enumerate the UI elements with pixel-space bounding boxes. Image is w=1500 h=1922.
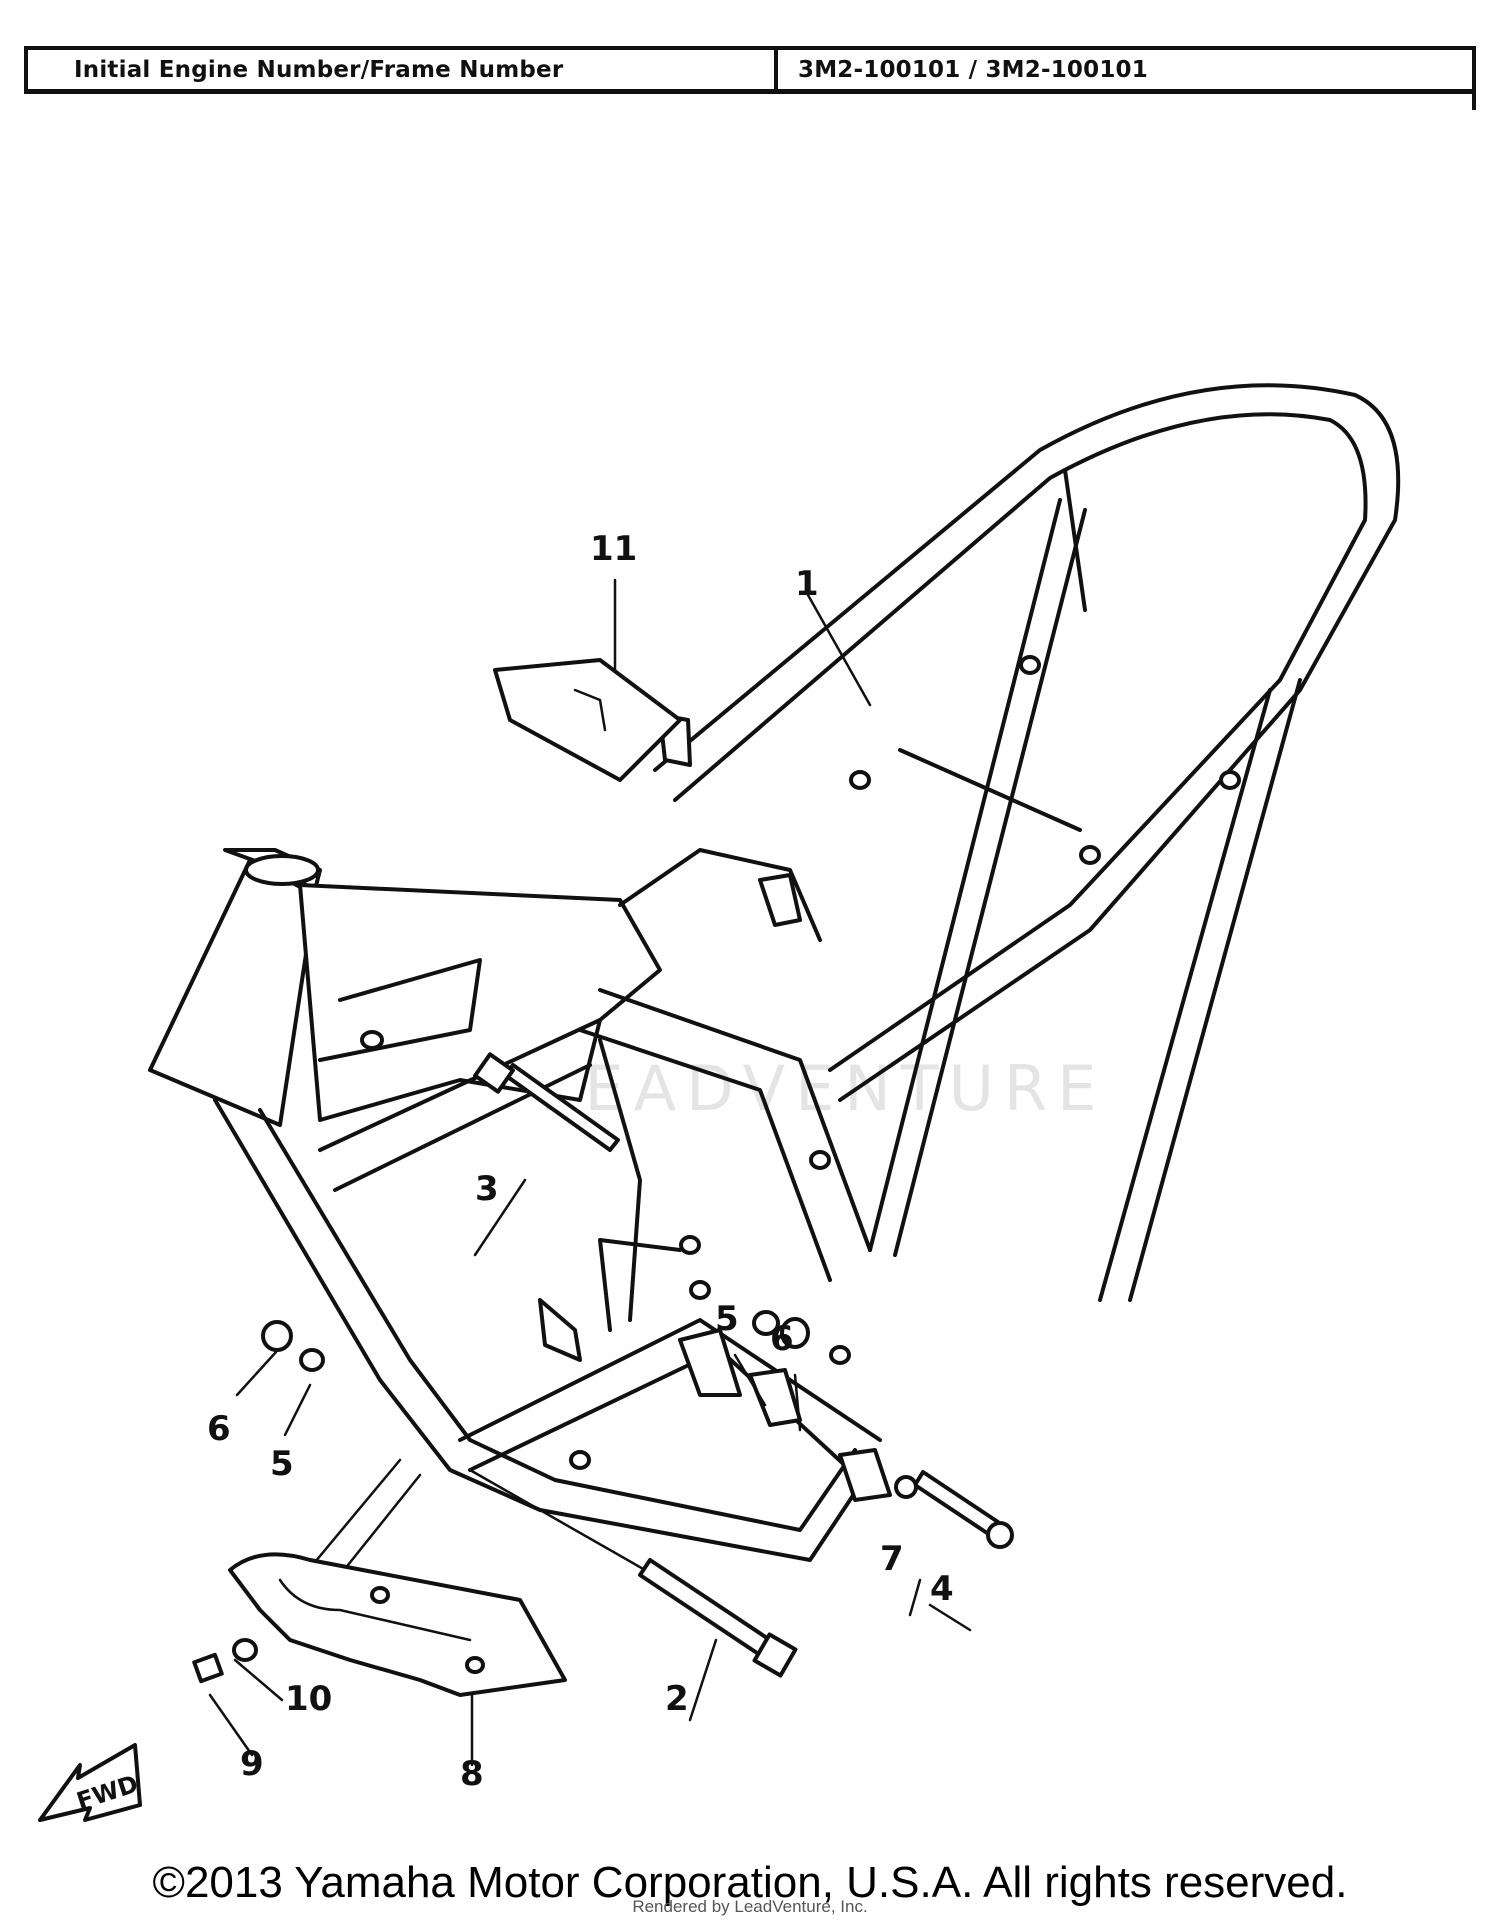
callout-9: 9 [240,1744,264,1784]
copyright-notice: ©2013 Yamaha Motor Corporation, U.S.A. A… [152,1858,1348,1907]
callout-1: 1 [795,564,819,604]
spec-value: 3M2-100101 / 3M2-100101 [798,56,1148,83]
pad-part [493,658,682,782]
callout-6-left: 6 [207,1409,231,1449]
callout-6-right: 6 [770,1319,794,1359]
bolt-rear-part [913,1470,1014,1549]
callout-11: 11 [590,529,637,569]
callout-3: 3 [475,1169,499,1209]
screw-washer-parts [192,1638,258,1684]
washer-rear-part [894,1475,918,1499]
washer-nut-left [261,1320,325,1372]
spec-table: Initial Engine Number/Frame Number 3M2-1… [24,46,1476,110]
callout-5-left: 5 [270,1444,294,1484]
callout-2: 2 [665,1679,689,1719]
callout-10: 10 [285,1679,332,1719]
fwd-arrow-icon: FWD [38,1743,142,1822]
rendered-by-note: Rendered by LeadVenture, Inc. [632,1897,868,1916]
watermark-text: LEADVENTURE [540,1052,1106,1125]
bolt-upper-part [473,1052,620,1152]
bolt-long-part [638,1558,798,1678]
spec-label: Initial Engine Number/Frame Number [28,50,778,89]
callout-5-right: 5 [715,1299,739,1339]
callout-7: 7 [880,1539,904,1579]
frame-assembly [148,383,1401,1562]
callout-4: 4 [930,1569,954,1609]
spec-table-edge [1472,50,1476,110]
callout-8: 8 [460,1754,484,1794]
skid-plate-part [228,1552,567,1697]
washer-nut-right [752,1310,810,1349]
